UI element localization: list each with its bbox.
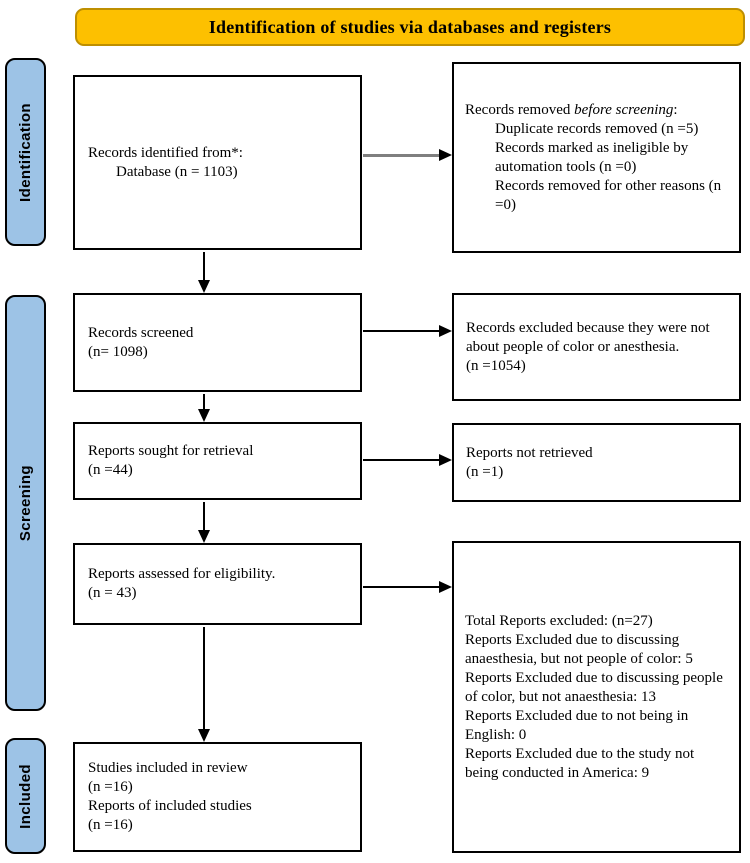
- stage-label-screening-text: Screening: [17, 464, 34, 542]
- box-records-identified: Records identified from*: Database (n = …: [73, 75, 362, 250]
- text-line: (n =1): [466, 463, 504, 480]
- box-reports-assessed: Reports assessed for eligibility. (n = 4…: [73, 543, 362, 625]
- text-line: Reports sought for retrieval: [88, 443, 254, 459]
- text-line: Studies included in review: [88, 760, 248, 776]
- arrow-head: [439, 453, 452, 466]
- text-line: Reports of included studies: [88, 798, 252, 814]
- arrow-line: [363, 330, 440, 332]
- text-line: Records marked as ineligible by automati…: [495, 139, 689, 175]
- stage-label-identification-text: Identification: [17, 102, 34, 202]
- text-line: Reports Excluded due to discussing peopl…: [465, 669, 723, 705]
- arrow-line: [363, 154, 440, 157]
- text-line: (n =1054): [466, 357, 526, 374]
- records-removed-title-suffix: :: [673, 101, 678, 118]
- text-line: (n =44): [88, 462, 133, 478]
- arrow-line: [363, 459, 440, 461]
- arrow-line: [203, 394, 205, 409]
- text-line: (n= 1098): [88, 343, 148, 360]
- arrow-line: [203, 252, 205, 280]
- stage-label-included-text: Included: [17, 763, 34, 829]
- records-removed-title-prefix: Records removed: [465, 101, 575, 118]
- arrow-line: [203, 627, 205, 729]
- arrow-head: [197, 729, 210, 742]
- records-removed-title-italic: before screening: [574, 101, 674, 118]
- text-line: Reports Excluded due to discussing anaes…: [465, 631, 693, 667]
- diagram-title: Identification of studies via databases …: [208, 16, 612, 37]
- arrow-line: [363, 586, 440, 588]
- stage-label-identification: Identification: [5, 58, 46, 246]
- stage-label-screening: Screening: [5, 295, 46, 711]
- text-line: Duplicate records removed (n =5): [495, 120, 699, 137]
- text-line: Records excluded because they were not a…: [466, 319, 710, 355]
- text-line: Records removed for other reasons (n =0): [495, 177, 722, 213]
- text-line: (n =16): [88, 817, 133, 833]
- text-line: Total Reports excluded: (n=27): [465, 612, 653, 629]
- arrow-head: [439, 148, 452, 161]
- arrow-head: [197, 280, 210, 293]
- stage-label-included: Included: [5, 738, 46, 854]
- text-line: Records screened: [88, 324, 194, 341]
- text-line: Records identified from*:: [88, 144, 243, 161]
- text-line: Reports Excluded due to the study not be…: [465, 745, 695, 781]
- arrow-line: [203, 502, 205, 530]
- arrow-head: [439, 580, 452, 593]
- text-line: Reports assessed for eligibility.: [88, 566, 276, 582]
- text-line: (n = 43): [88, 585, 137, 601]
- text-line: Reports Excluded due to not being in Eng…: [465, 707, 689, 743]
- arrow-head: [439, 324, 452, 337]
- arrow-head: [197, 530, 210, 543]
- text-line: (n =16): [88, 779, 133, 795]
- text-line: Database (n = 1103): [116, 163, 238, 180]
- box-studies-included: Studies included in review (n =16) Repor…: [73, 742, 362, 852]
- box-records-excluded: Records excluded because they were not a…: [452, 293, 741, 401]
- box-reports-not-retrieved: Reports not retrieved (n =1): [452, 423, 741, 502]
- arrow-head: [197, 409, 210, 422]
- box-records-removed: Records removed before screening: Duplic…: [452, 62, 741, 253]
- diagram-title-banner: Identification of studies via databases …: [75, 8, 745, 46]
- text-line: Reports not retrieved: [466, 444, 593, 461]
- text-line: Records removed before screening:: [465, 101, 730, 120]
- box-reports-excluded-total: Total Reports excluded: (n=27) Reports E…: [452, 541, 741, 853]
- box-reports-sought: Reports sought for retrieval (n =44): [73, 422, 362, 500]
- box-records-screened: Records screened (n= 1098): [73, 293, 362, 392]
